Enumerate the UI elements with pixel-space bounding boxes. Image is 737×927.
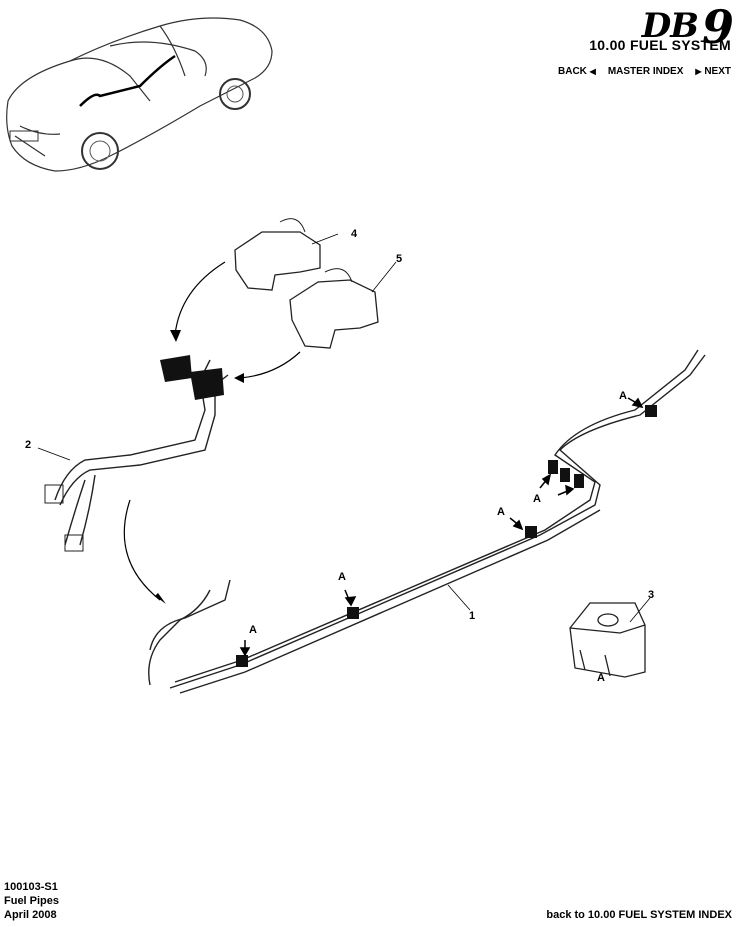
document-title: Fuel Pipes bbox=[4, 895, 60, 907]
clip-cluster-lower bbox=[190, 368, 224, 400]
back-to-index-link[interactable]: back to 10.00 FUEL SYSTEM INDEX bbox=[546, 909, 732, 921]
clip-a-6 bbox=[574, 474, 584, 488]
logo-text: DB bbox=[641, 6, 699, 46]
back-arrow-icon: ◀ bbox=[589, 67, 596, 76]
next-label: NEXT bbox=[704, 66, 731, 77]
callout-part-2: 2 bbox=[25, 439, 31, 451]
callout-part-5: 5 bbox=[396, 253, 402, 265]
callout-clip-a-4: A bbox=[533, 493, 541, 505]
clip-a-5 bbox=[560, 468, 570, 482]
car-locator-illustration bbox=[6, 17, 273, 172]
callout-clip-a-2: A bbox=[338, 571, 346, 583]
navigation-bar: BACK ◀ MASTER INDEX ▶ NEXT bbox=[558, 66, 731, 77]
logo-nine: 9 bbox=[701, 0, 734, 54]
clip-a-1 bbox=[236, 655, 248, 667]
callout-part-1: 1 bbox=[469, 610, 475, 622]
callout-part-3: 3 bbox=[648, 589, 654, 601]
document-date: April 2008 bbox=[4, 909, 57, 921]
callout-clip-a-3: A bbox=[497, 506, 505, 518]
clip-a-7 bbox=[645, 405, 657, 417]
callout-clip-a-6: A bbox=[597, 672, 605, 684]
master-index-link[interactable]: MASTER INDEX bbox=[607, 66, 684, 77]
document-info: 100103-S1 Fuel Pipes April 2008 bbox=[4, 880, 59, 922]
clip-part-5 bbox=[289, 279, 379, 349]
clip-part-4 bbox=[234, 231, 321, 291]
clip-a-2 bbox=[347, 607, 359, 619]
back-label: BACK bbox=[558, 66, 587, 77]
clip-a-3 bbox=[525, 526, 537, 538]
clip-cluster-upper bbox=[160, 355, 192, 382]
callout-clip-a-5: A bbox=[619, 390, 627, 402]
callout-clip-a-1: A bbox=[249, 624, 257, 636]
clip-part-3 bbox=[569, 602, 646, 678]
next-link[interactable]: ▶ NEXT bbox=[695, 66, 731, 77]
back-link[interactable]: BACK ◀ bbox=[558, 66, 596, 77]
clip-a-4 bbox=[548, 460, 558, 474]
document-code: 100103-S1 bbox=[4, 881, 58, 893]
fuel-pipes-diagram: 4 5 2 1 3 A A A A A A bbox=[25, 218, 706, 694]
next-arrow-icon: ▶ bbox=[695, 67, 702, 76]
callout-part-4: 4 bbox=[351, 228, 358, 240]
db9-logo: DB9 bbox=[641, 0, 734, 54]
section-title: 10.00 FUEL SYSTEM bbox=[589, 37, 731, 53]
